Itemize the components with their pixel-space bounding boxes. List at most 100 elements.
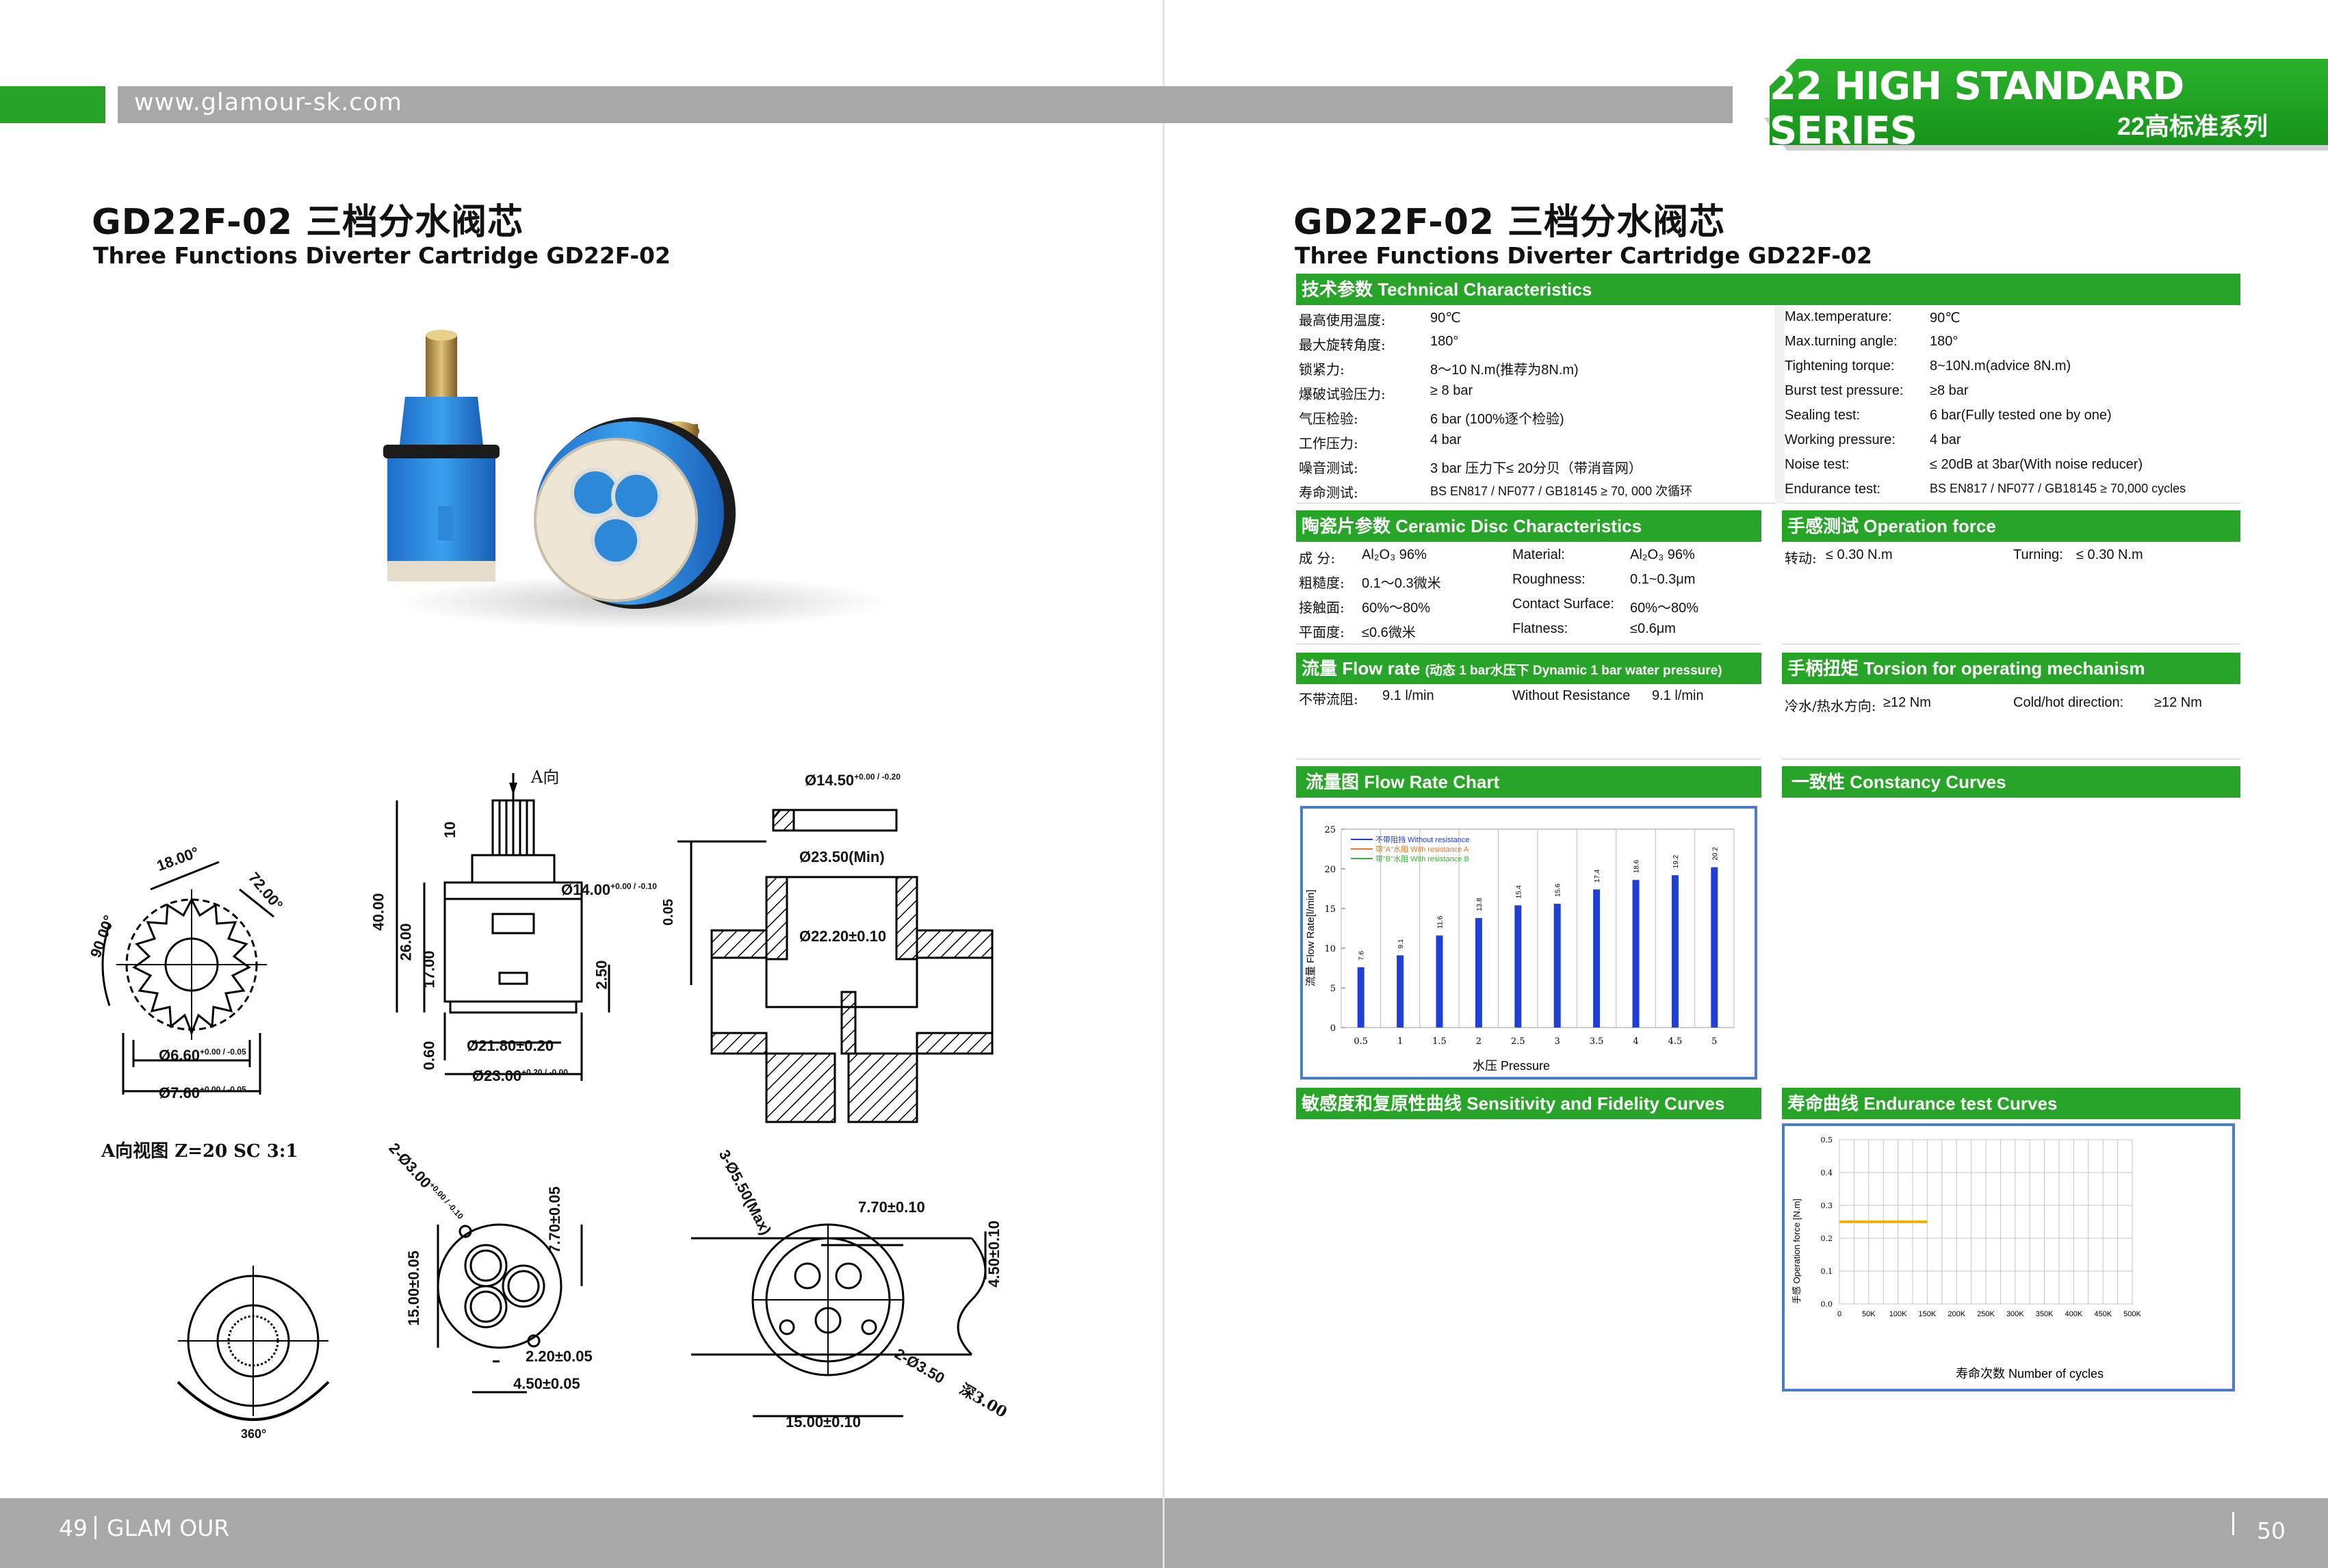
flow-bar-value: 13.8 xyxy=(1476,898,1484,911)
ceramic-cn-value: Al₂O₃ 96% xyxy=(1362,547,1427,562)
ceramic-en-value: 0.1~0.3μm xyxy=(1630,572,1696,587)
ceramic-cn-value: 60%～80% xyxy=(1362,601,1431,616)
footer-brand: GLAM OUR xyxy=(107,1515,230,1541)
endurance-xtick-label: 200K xyxy=(1948,1310,1965,1318)
dim-14-50: Ø14.50+0.00 / -0.20 xyxy=(805,772,901,789)
dim-4-50-seat: 4.50±0.10 xyxy=(985,1220,1003,1288)
flow-ytick-label: 0 xyxy=(1330,1023,1336,1034)
flow-ytick-label: 10 xyxy=(1324,944,1336,954)
ceramic-cn-value: ≤0.6微米 xyxy=(1362,625,1416,640)
operation-en-label: Turning: xyxy=(2013,547,2063,562)
tech-en-label: Sealing test: xyxy=(1785,408,1861,423)
disc-top-view-drawing xyxy=(437,1223,583,1394)
ceramic-cn-value: 0.1～0.3微米 xyxy=(1362,576,1441,591)
dim-4-50-disc: 4.50±0.05 xyxy=(513,1375,580,1392)
tech-cn-value: 90℃ xyxy=(1430,311,1461,326)
right-product-title-cn: GD22F-02 三档分水阀芯 xyxy=(1293,202,1726,243)
endurance-xtick-label: 0 xyxy=(1837,1310,1841,1318)
dim-23-00: Ø23.00+0.20 / -0.00 xyxy=(472,1067,568,1084)
a-view-spline-drawing xyxy=(101,861,274,1095)
flow-xtick-label: 1.5 xyxy=(1432,1036,1447,1047)
flow-cn-value: 9.1 l/min xyxy=(1382,688,1434,703)
tech-cn-value: 4 bar xyxy=(1430,432,1462,447)
ceramic-en-label: Material: xyxy=(1512,547,1565,562)
flow-bar-value: 17.4 xyxy=(1594,869,1601,883)
endurance-xtick-label: 450K xyxy=(2094,1310,2112,1318)
footer-bar-left xyxy=(0,1498,1163,1568)
dim-21-80: Ø21.80±0.20 xyxy=(467,1037,554,1054)
tech-en-label: Endurance test: xyxy=(1785,482,1881,497)
tech-cn-value: 3 bar 压力下≤ 20分贝（带消音网） xyxy=(1430,461,1642,476)
tech-cn-value: 6 bar (100%逐个检验) xyxy=(1430,412,1564,427)
flow-bar xyxy=(1632,880,1640,1028)
flow-rate-body xyxy=(1296,684,1761,759)
torsion-heading: 手柄扭矩 Torsion for operating mechanism xyxy=(1782,653,2240,684)
endurance-xtick-label: 150K xyxy=(1919,1310,1937,1318)
tech-cn-label: 最高使用温度: xyxy=(1299,312,1386,328)
tech-cn-value: 180° xyxy=(1430,334,1459,349)
tech-cn-label: 气压检验: xyxy=(1299,410,1358,427)
ceramic-en-label: Flatness: xyxy=(1512,621,1568,636)
website-url[interactable]: www.glamour-sk.com xyxy=(134,89,403,116)
flow-xtick-label: 4.5 xyxy=(1668,1036,1683,1047)
flow-chart-heading: 流量图 Flow Rate Chart xyxy=(1296,766,1761,798)
flow-xtick-label: 3.5 xyxy=(1590,1036,1604,1047)
endurance-xtick-label: 250K xyxy=(1977,1310,1995,1318)
flow-bar xyxy=(1671,875,1679,1028)
left-product-title-cn: GD22F-02 三档分水阀芯 xyxy=(92,202,524,243)
endurance-xtick-label: 400K xyxy=(2065,1310,2083,1318)
flow-bar xyxy=(1436,935,1443,1028)
flatness-0-05: 0.05 xyxy=(660,899,676,926)
flow-xtick-label: 1 xyxy=(1397,1036,1403,1047)
tech-cn-value: ≥ 8 bar xyxy=(1430,383,1473,398)
ceramic-heading: 陶瓷片参数 Ceramic Disc Characteristics xyxy=(1296,510,1761,542)
flow-ytick-label: 20 xyxy=(1324,865,1336,875)
dim-2-20: 2.20±0.05 xyxy=(526,1348,593,1365)
flow-en-value: 9.1 l/min xyxy=(1652,688,1704,703)
legend-resistance-a: 带"A"水阻 With resistance A xyxy=(1375,845,1469,854)
tech-en-label: Burst test pressure: xyxy=(1785,383,1904,398)
operation-force-heading: 手感测试 Operation force xyxy=(1782,510,2240,542)
legend-without-resistance: 不带阻挡 Without resistance xyxy=(1375,835,1470,844)
endurance-ytick-label: 0.4 xyxy=(1821,1168,1833,1177)
endurance-ytick-label: 0.2 xyxy=(1821,1234,1833,1243)
torsion-en-value: ≥12 Nm xyxy=(2154,695,2202,710)
dim-0-60: 0.60 xyxy=(420,1041,438,1071)
flow-bar-value: 18.6 xyxy=(1633,859,1641,873)
tech-cn-label: 工作压力: xyxy=(1299,435,1358,452)
tech-cn-value: BS EN817 / NF077 / GB18145 ≥ 70, 000 次循环 xyxy=(1430,484,1693,498)
tech-en-value: 6 bar(Fully tested one by one) xyxy=(1930,408,2112,423)
flow-bar-value: 19.2 xyxy=(1672,854,1680,868)
endurance-ytick-label: 0.1 xyxy=(1821,1267,1833,1276)
page-gutter xyxy=(1163,0,1165,1568)
tech-cn-label: 锁紧力: xyxy=(1299,361,1345,378)
top-gray-bar xyxy=(118,86,1733,123)
flow-bar xyxy=(1711,867,1718,1028)
flow-ytick-label: 15 xyxy=(1324,904,1336,915)
dim-15-00-disc: 15.00±0.05 xyxy=(404,1251,422,1326)
ceramic-cn-label: 成 分: xyxy=(1299,550,1336,566)
rotation-symbol-drawing xyxy=(177,1266,330,1421)
flow-bar-value: 15.6 xyxy=(1555,883,1562,897)
operation-force-body xyxy=(1782,542,2240,644)
tech-en-value: ≥8 bar xyxy=(1930,383,1969,398)
a-view-caption: A向视图 Z=20 SC 3:1 xyxy=(101,1141,298,1162)
series-title-en: 22 HIGH STANDARD SERIES xyxy=(1770,64,2184,153)
flow-bar-value: 9.1 xyxy=(1397,939,1405,948)
tech-en-value: 90℃ xyxy=(1930,311,1961,326)
footer-separator-left xyxy=(94,1516,96,1539)
tech-en-value: BS EN817 / NF077 / GB18145 ≥ 70,000 cycl… xyxy=(1930,482,2186,495)
flow-bar xyxy=(1397,955,1404,1028)
endurance-xtick-label: 300K xyxy=(2006,1310,2024,1318)
ceramic-en-value: ≤0.6μm xyxy=(1630,621,1676,636)
endurance-heading: 寿命曲线 Endurance test Curves xyxy=(1782,1088,2240,1119)
ceramic-en-value: Al₂O₃ 96% xyxy=(1630,547,1695,562)
flow-xtick-label: 2 xyxy=(1476,1036,1482,1047)
tech-en-label: Tightening torque: xyxy=(1785,358,1895,374)
a-direction-label: A向 xyxy=(531,768,560,787)
endurance-xtick-label: 500K xyxy=(2123,1310,2141,1318)
flow-bar-value: 15.4 xyxy=(1515,885,1523,898)
